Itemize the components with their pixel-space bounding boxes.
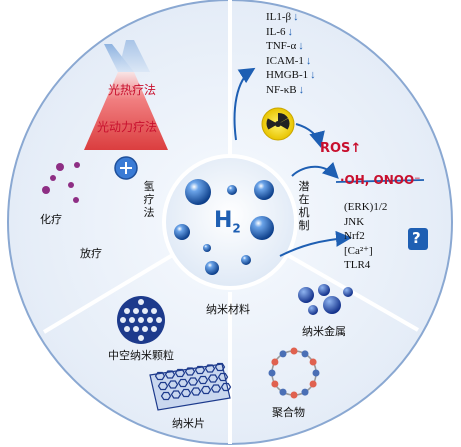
h2-bubbles: [174, 179, 274, 275]
pathway-item: JNK: [344, 215, 365, 228]
inflammatory-markers: IL1-β↓ IL-6↓ TNF-α↓ ICAM-1↓ HMGB-1↓ NF-κ…: [266, 10, 346, 97]
radicals-label: ·OH, ONOO⁻: [340, 173, 421, 187]
polymer-nodes: [268, 347, 320, 399]
chemo-label: 化疗: [40, 213, 62, 226]
arrow-to-ros: [295, 123, 325, 148]
signaling-pathways: (ERK)1/2 JNK Nrf2 [Ca²⁺] TLR4: [344, 200, 387, 273]
nanomaterial-label: 纳米材料: [206, 303, 250, 316]
center-h2-label: H2: [214, 208, 241, 236]
chemo-molecule-icon: [42, 162, 80, 203]
polymer-label: 聚合物: [272, 406, 305, 419]
ros-label: ROS↑: [320, 141, 362, 156]
pathway-item: [Ca²⁺]: [344, 244, 373, 257]
nano-metal-icon: [298, 284, 353, 315]
arrow-to-radicals: [291, 161, 339, 179]
metal-label: 纳米金属: [302, 325, 346, 338]
marker-item: HMGB-1↓: [266, 69, 316, 81]
question-mark-label: ?: [412, 229, 421, 247]
radicals-strike: [335, 179, 425, 183]
hydrogen-therapy-label: 氢疗法: [143, 180, 155, 219]
nanosheet-label: 纳米片: [172, 417, 205, 430]
marker-item: TNF-α↓: [266, 40, 304, 52]
marker-item: IL-6↓: [266, 25, 294, 38]
pathway-item: TLR4: [344, 259, 371, 271]
light-beam-icon: [84, 40, 168, 150]
plus-circle-icon: [114, 156, 138, 180]
nanosheet-lattice: [154, 362, 232, 401]
pathway-item: (ERK)1/2: [344, 201, 388, 213]
hollow-label: 中空纳米颗粒: [108, 349, 174, 362]
mechanism-label: 潜在机制: [298, 180, 310, 232]
pathway-item: Nrf2: [344, 230, 365, 242]
photothermal-label: 光热疗法: [108, 83, 157, 97]
photodynamic-label: 光动力疗法: [97, 120, 158, 134]
marker-item: NF-κB↓: [266, 83, 305, 96]
marker-item: IL1-β↓: [266, 11, 299, 23]
question-box-icon: [408, 228, 428, 250]
hollow-nanoparticle-pores: [120, 299, 162, 341]
arrow-up-markers: [233, 67, 256, 141]
arrow-to-pathways: [279, 230, 352, 257]
radiation-icon: [261, 107, 295, 141]
radio-label: 放疗: [80, 247, 102, 260]
divider-left: [42, 251, 178, 334]
marker-item: ICAM-1↓: [266, 54, 312, 67]
